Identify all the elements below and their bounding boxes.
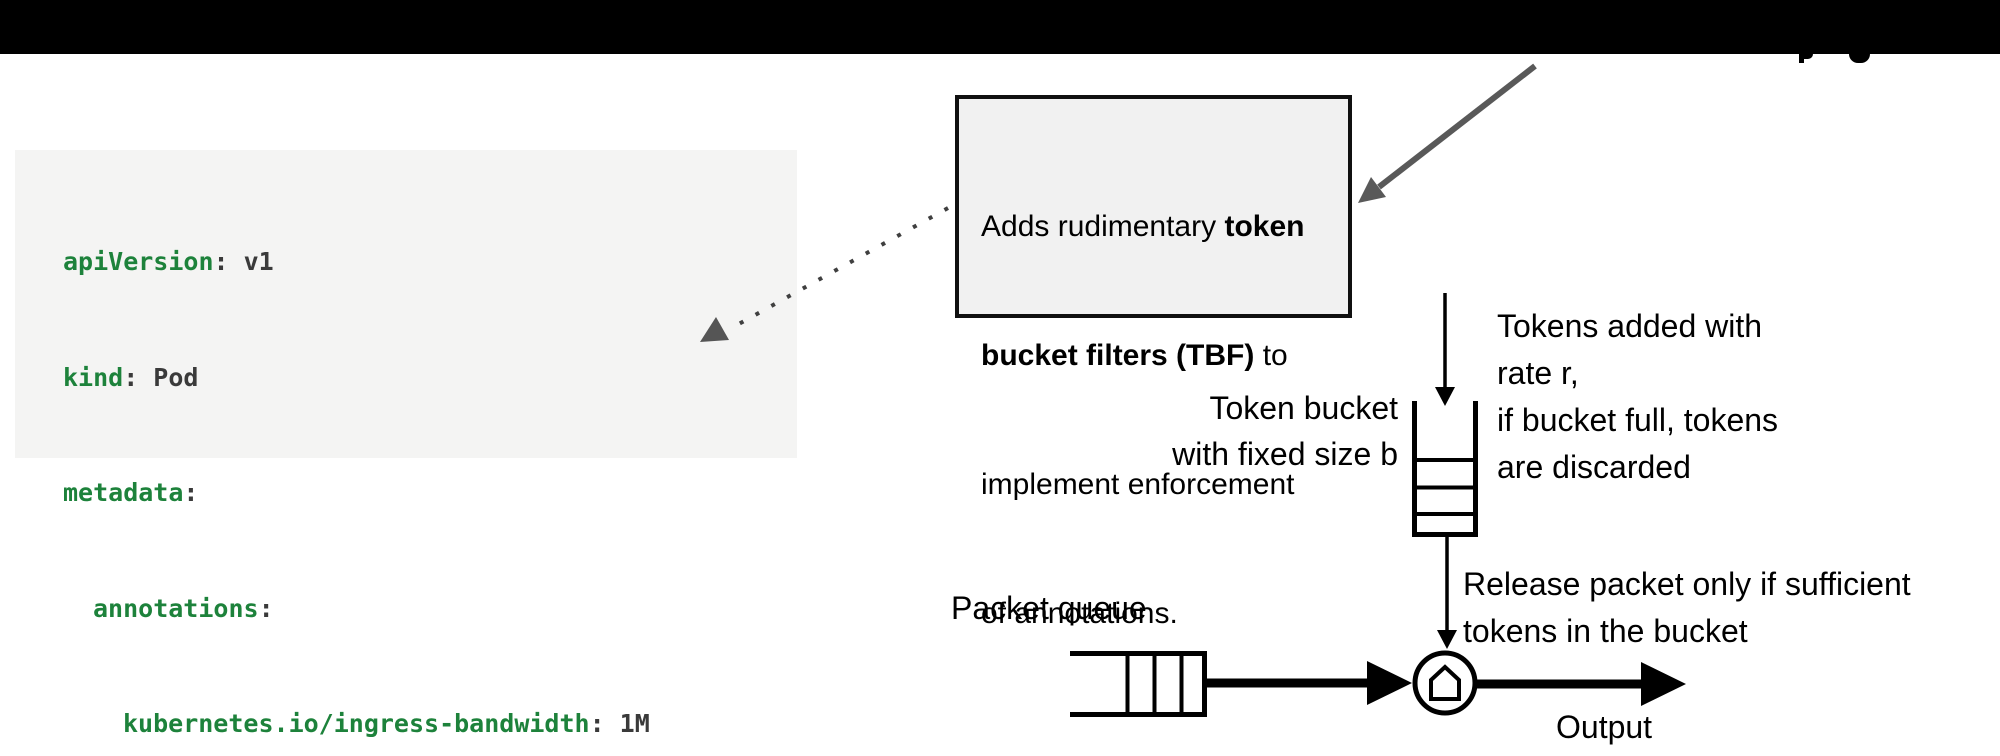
yaml-code-panel: apiVersion:v1 kind:Pod metadata: annotat… bbox=[15, 150, 797, 738]
top-bar bbox=[0, 0, 2000, 54]
callout-line: Adds rudimentary token bbox=[981, 210, 1305, 243]
packet-queue-label: Packet queue bbox=[951, 590, 1147, 626]
code-line: kind:Pod bbox=[63, 362, 199, 392]
code-line: annotations: bbox=[63, 590, 797, 629]
obscured-title-descender-g bbox=[1849, 54, 1870, 63]
callout-pointer-arrow-line bbox=[1377, 63, 1537, 190]
house-icon bbox=[1429, 664, 1461, 701]
yaml-value: Pod bbox=[153, 362, 199, 392]
queue-to-valve-arrowhead bbox=[1367, 661, 1412, 705]
code-line: apiVersion:v1 bbox=[63, 247, 274, 276]
dotted-arrowhead bbox=[700, 317, 729, 342]
output-label: Output bbox=[1556, 709, 1653, 745]
bucket-to-valve-arrowhead bbox=[1437, 630, 1457, 649]
callout-pointer-arrowhead bbox=[1358, 177, 1386, 203]
release-packet-label: Release packet only if sufficient tokens… bbox=[1463, 566, 1911, 649]
callout-box: Adds rudimentary token bucket filters (T… bbox=[955, 95, 1352, 630]
token-bucket-label: Token bucket with fixed size b bbox=[1172, 390, 1398, 472]
tokens-added-label: Tokens added with rate r, if bucket full… bbox=[1497, 308, 1779, 485]
yaml-key: kind bbox=[63, 362, 124, 392]
yaml-key: annotations bbox=[93, 593, 259, 623]
obscured-title-descender-p bbox=[1799, 54, 1804, 63]
callout-line: bucket filters (TBF) to bbox=[981, 339, 1288, 372]
dotted-arrow-line bbox=[727, 206, 949, 332]
yaml-key: kubernetes.io/ingress-bandwidth bbox=[123, 709, 590, 738]
yaml-key: apiVersion bbox=[63, 247, 214, 276]
callout-line: implement enforcement bbox=[981, 468, 1295, 501]
code-line: metadata: bbox=[63, 474, 797, 513]
callout-line: of annotations. bbox=[981, 597, 1178, 630]
output-arrowhead bbox=[1641, 662, 1686, 706]
yaml-value: 1M bbox=[619, 709, 650, 738]
packet-queue-shape bbox=[1070, 651, 1207, 717]
token-inflow-arrowhead bbox=[1435, 387, 1455, 406]
token-bucket-shape bbox=[1412, 401, 1478, 537]
obscured-title-descender-p-bowl bbox=[1804, 54, 1813, 59]
yaml-key: metadata bbox=[63, 478, 184, 507]
yaml-value: v1 bbox=[243, 247, 274, 276]
code-line: kubernetes.io/ingress-bandwidth:1M bbox=[123, 709, 650, 738]
